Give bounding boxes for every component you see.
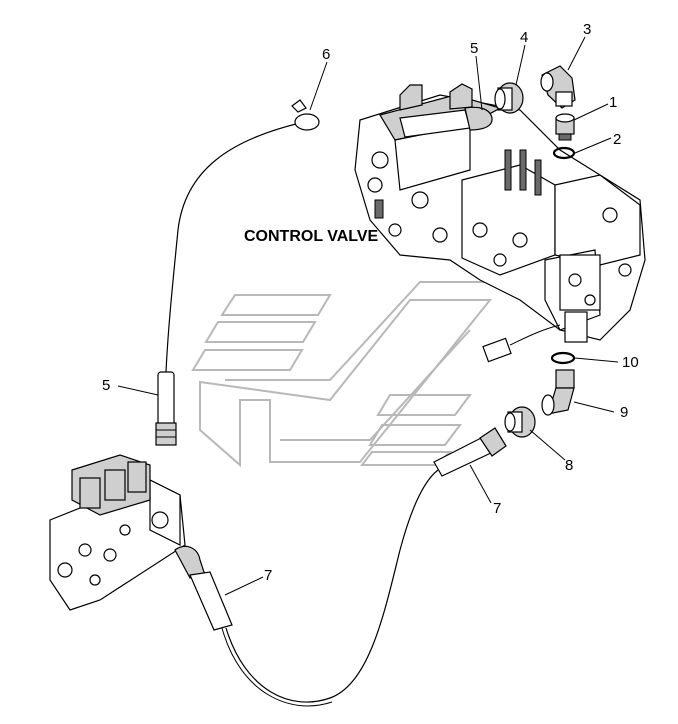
callout-6: 6 [322, 46, 330, 63]
callout-1: 1 [609, 94, 617, 111]
hose-end-part-7-right [433, 427, 507, 477]
elbow-part-3 [540, 65, 576, 109]
solenoid-valve-block [49, 454, 186, 611]
callout-5-upper: 5 [470, 40, 478, 57]
callout-5-lower: 5 [102, 377, 110, 394]
control-valve-label: CONTROL VALVE [244, 228, 379, 245]
callout-8: 8 [565, 457, 573, 474]
callout-10: 10 [622, 354, 639, 371]
o-ring-part-2 [552, 146, 576, 160]
o-ring-part-10 [550, 351, 576, 365]
hose-fitting-upper [399, 106, 493, 138]
connector-part-1 [555, 113, 575, 141]
leader-lines [117, 36, 619, 596]
callout-7-right: 7 [493, 500, 501, 517]
hose-end-part-7-left [174, 545, 233, 631]
control-valve-assembly [354, 83, 646, 363]
clamp-part-6 [291, 99, 320, 131]
callout-7-left: 7 [264, 567, 272, 584]
lower-hose-line [225, 469, 439, 703]
adapter-part-4 [494, 82, 524, 114]
adapter-part-8 [504, 406, 536, 438]
upper-hose-line [165, 122, 301, 373]
callout-2: 2 [613, 131, 621, 148]
callout-9: 9 [620, 404, 628, 421]
watermark-logo [191, 281, 493, 468]
lower-hose-line-b [221, 627, 333, 707]
callout-4: 4 [520, 29, 528, 46]
callout-3: 3 [583, 21, 591, 38]
hose-fitting-lower [155, 371, 177, 446]
elbow-part-9 [541, 369, 575, 416]
